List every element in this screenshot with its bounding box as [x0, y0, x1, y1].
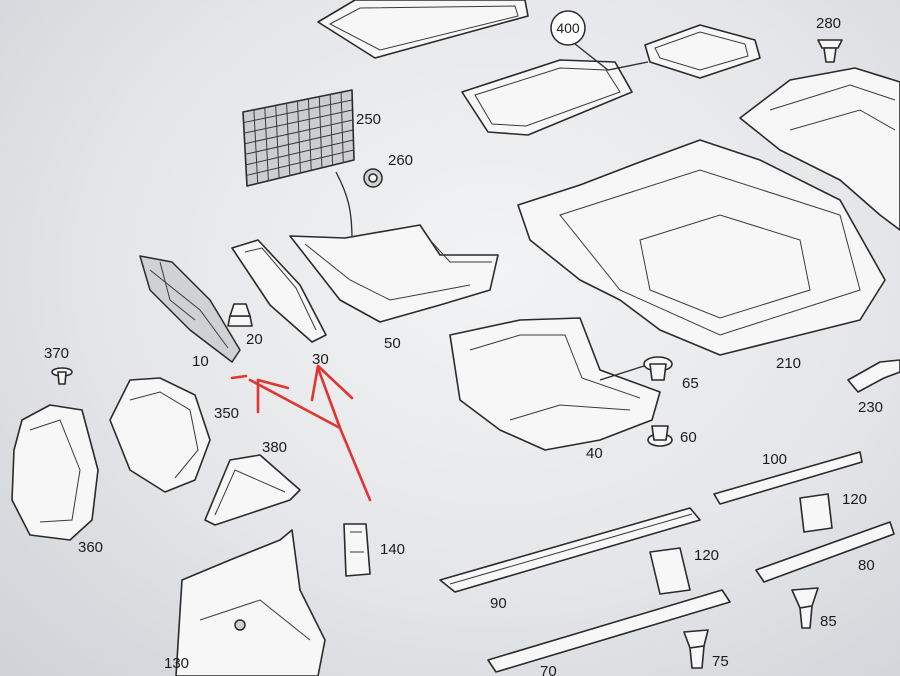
net-strand: [244, 119, 353, 145]
callout-250: 250: [356, 111, 381, 128]
callout-140: 140: [380, 541, 405, 558]
net-strand: [275, 105, 280, 179]
part-260-nut: [363, 168, 383, 188]
callout-280: 280: [816, 15, 841, 32]
callout-60: 60: [680, 429, 697, 446]
callout-75: 75: [712, 653, 729, 670]
callout-350: 350: [214, 405, 239, 422]
callout-130: 130: [164, 655, 189, 672]
part-50-trunk-side-trim: [289, 224, 499, 323]
part-30-cover: [231, 239, 327, 343]
net-strand: [245, 139, 354, 166]
part-360-bracket: [11, 404, 99, 541]
part-60-plug: [647, 425, 673, 447]
part-400-floor-mats: [317, 0, 761, 136]
callout-65: 65: [682, 375, 699, 392]
part-130-panel: [175, 529, 326, 676]
part-10-side-panel: [139, 255, 241, 363]
callout-10: 10: [192, 353, 209, 370]
part-40-front-panel: [449, 317, 661, 451]
callout-400-circle: [550, 10, 586, 46]
callout-100: 100: [762, 451, 787, 468]
net-strand: [329, 94, 334, 166]
part-75-clip: [683, 629, 709, 669]
net-strand: [318, 96, 323, 168]
red-arrow-center: [310, 364, 354, 402]
callout-370: 370: [44, 345, 69, 362]
net-strand: [246, 149, 354, 176]
net-strand: [264, 107, 269, 181]
net-strand: [307, 98, 312, 171]
net-strand: [245, 129, 354, 155]
net-strand: [253, 109, 259, 184]
part-280-clip: [817, 39, 843, 63]
callout-400: 400: [556, 20, 580, 36]
part-65-plug: [599, 356, 673, 381]
part-350-bracket: [109, 377, 211, 493]
callout-85: 85: [820, 613, 837, 630]
net-strand: [340, 92, 344, 163]
callout-360: 360: [78, 539, 103, 556]
part-100-sill-plate: [713, 451, 863, 505]
part-rear-tub: [739, 67, 900, 231]
callout-210: 210: [776, 355, 801, 372]
callout-20: 20: [246, 331, 263, 348]
part-210-trunk-floor: [517, 139, 886, 356]
callout-80: 80: [858, 557, 875, 574]
callout-90: 90: [490, 595, 507, 612]
part-80-sill-plate: [755, 521, 895, 583]
part-140-clip: [343, 523, 371, 577]
callout-120-a: 120: [842, 491, 867, 508]
part-380-trim-panel: [204, 454, 301, 526]
part-120-clip-b: [649, 547, 691, 595]
red-arrow-left: [256, 378, 290, 414]
part-85-clip: [791, 587, 819, 629]
callout-30: 30: [312, 351, 329, 368]
callout-380: 380: [262, 439, 287, 456]
part-70-sill-plate: [487, 589, 731, 673]
net-strand: [244, 109, 353, 134]
part-90-sill-plate: [439, 507, 701, 593]
net-strand: [297, 100, 301, 174]
red-arrow-annotation: [230, 364, 372, 502]
net-strand: [243, 99, 353, 124]
red-dash-marker: [230, 374, 248, 380]
callout-50: 50: [384, 335, 401, 352]
callout-260: 260: [388, 152, 413, 169]
part-250-cargo-net: [242, 89, 355, 241]
callout-70: 70: [540, 663, 557, 676]
callout-230: 230: [858, 399, 883, 416]
part-20-clip: [227, 303, 253, 327]
red-arrow-stroke-2: [316, 366, 342, 430]
part-120-clip-a: [799, 493, 833, 533]
net-strand: [286, 103, 291, 176]
part-230-strap: [847, 359, 900, 393]
callout-labels: 400 280 250 260 20 10 30 50 210 65 60 40…: [44, 10, 883, 676]
part-370-screw: [51, 367, 73, 385]
callout-40: 40: [586, 445, 603, 462]
callout-120-b: 120: [694, 547, 719, 564]
